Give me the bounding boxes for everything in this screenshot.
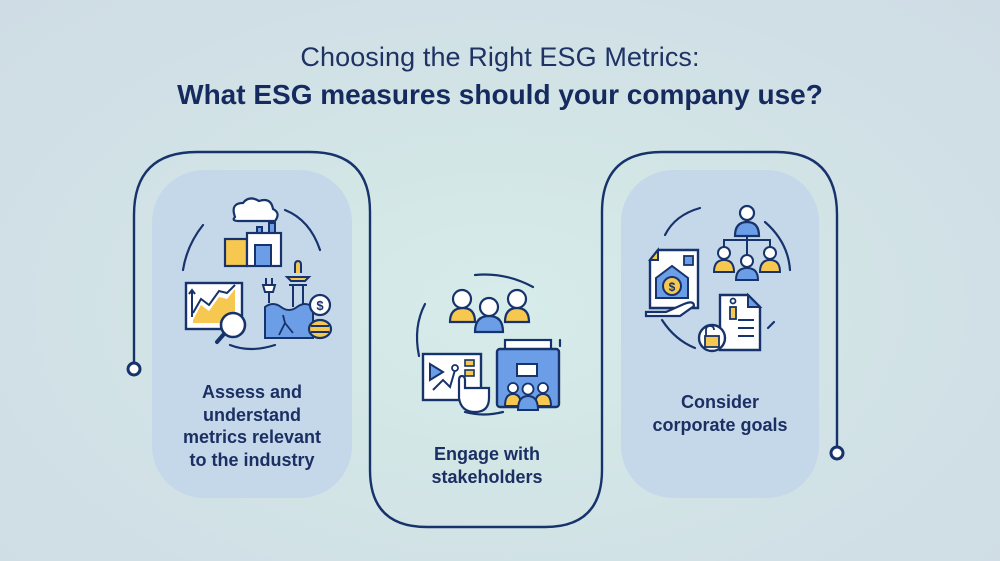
page-subtitle: What ESG measures should your company us…	[177, 79, 823, 110]
label-line: metrics relevant	[182, 427, 322, 447]
svg-text:$: $	[316, 298, 324, 313]
stakeholders-presentation-briefcase-icon	[405, 272, 580, 417]
label-line: corporate goals	[652, 414, 788, 435]
label-line: stakeholders	[431, 466, 543, 487]
label-line: Consider	[680, 392, 759, 412]
card-engage-label: Engage with stakeholders	[372, 443, 602, 488]
page-title: Choosing the Right ESG Metrics:	[300, 42, 700, 72]
card-assess-label: Assess and understand metrics relevant t…	[152, 381, 352, 471]
label-line: understand	[202, 404, 301, 425]
label-line: Assess and	[201, 382, 303, 402]
svg-text:$: $	[669, 280, 676, 294]
connector-node-right	[829, 445, 845, 461]
card-consider-label: Consider corporate goals	[621, 391, 819, 436]
policy-hierarchy-document-icon: $	[640, 200, 800, 360]
factory-chart-energy-coins-icon: $	[175, 195, 355, 355]
label-line: to the industry	[189, 449, 315, 470]
label-line: Engage with	[433, 444, 540, 464]
connector-node-left	[126, 361, 142, 377]
